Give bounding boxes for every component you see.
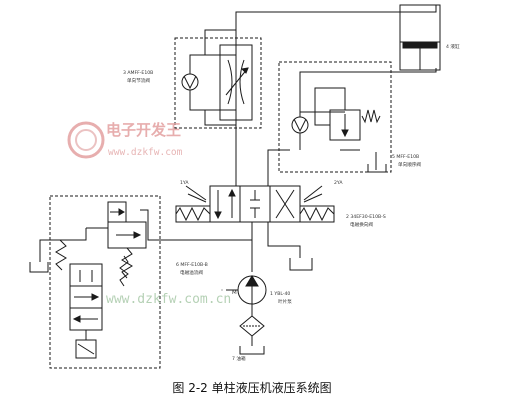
- hydraulic-lines: [39, 5, 437, 316]
- watermark: 电子开发王 www.dzkfw.com www.dzkfw.com.cn: [67, 121, 231, 307]
- watermark-brand: 电子开发王: [106, 121, 181, 139]
- label-c4: 4 液缸: [446, 43, 460, 50]
- relief-valve-box: [49, 195, 161, 369]
- motor-letter: M: [232, 290, 237, 296]
- label-c1-line1: 1 YBL-40: [270, 291, 290, 297]
- component-labels: 3 AMFF-E10B 单向节流阀 4 液缸 5 MFF-E10B 单向顺序阀 …: [123, 43, 460, 362]
- label-c3-line1: 3 AMFF-E10B: [123, 70, 153, 76]
- label-c7: 7 油箱: [232, 355, 246, 362]
- watermark-url-small: www.dzkfw.com: [108, 147, 183, 158]
- hydraulic-cylinder: [399, 4, 441, 71]
- label-c5-line1: 5 MFF-E10B: [392, 154, 419, 160]
- directional-valve: [175, 185, 335, 223]
- filter: [239, 315, 265, 355]
- label-c3-line2: 单向节流阀: [127, 77, 150, 84]
- label-c1-line2: 叶片泵: [278, 298, 292, 305]
- label-2ya: 2YA: [334, 180, 343, 186]
- sequence-valve: [291, 87, 387, 173]
- label-c5-line2: 单向顺序阀: [398, 161, 421, 168]
- watermark-url-large: www.dzkfw.com.cn: [106, 292, 231, 307]
- throttle-check-valve-box: [174, 37, 262, 129]
- tank-symbol-right: [289, 258, 313, 271]
- relief-valve: [29, 201, 147, 359]
- label-c6-line2: 电磁溢流阀: [180, 269, 203, 276]
- label-c2-line1: 2 34EF30-E10B-S: [346, 214, 386, 220]
- throttle-check-valve: [181, 44, 253, 121]
- sequence-valve-box: [278, 61, 392, 173]
- label-c2-line2: 电磁换向阀: [350, 221, 373, 228]
- label-1ya: 1YA: [180, 180, 189, 186]
- figure-caption: 图 2-2 单柱液压机液压系统图: [172, 380, 331, 395]
- pump: [221, 275, 267, 305]
- label-c6-line1: 6 MFF-E10B-B: [176, 262, 208, 268]
- watermark-logo: [67, 121, 105, 159]
